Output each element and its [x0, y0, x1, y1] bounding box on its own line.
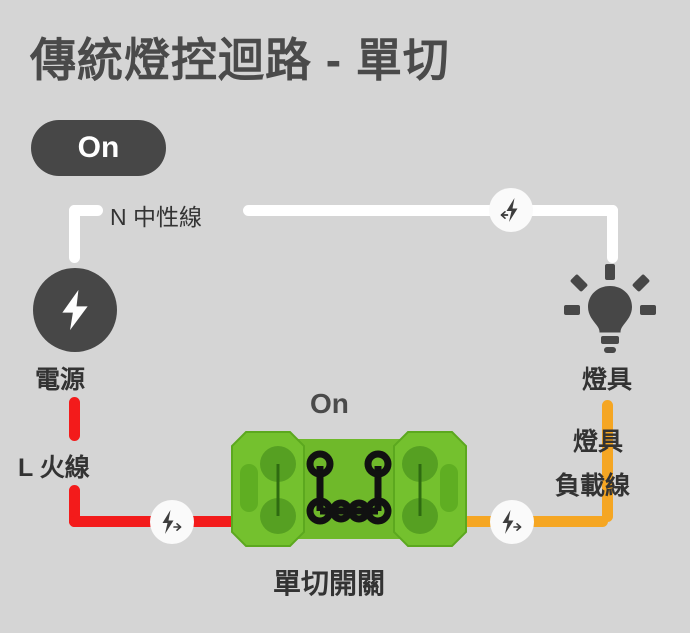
bolt-icon: [62, 289, 88, 331]
state-badge[interactable]: On: [31, 120, 166, 176]
live-wire-label: L 火線: [18, 454, 90, 482]
page-title: 傳統燈控迴路 - 單切: [30, 34, 450, 86]
bolt-arrow-right-icon: [502, 510, 522, 534]
load-wire-label-line1: 燈具: [573, 428, 624, 456]
power-source-icon: [33, 268, 117, 352]
neutral-wire-horizontal: [243, 205, 618, 216]
bolt-arrow-right-icon: [162, 510, 182, 534]
switch-name-label: 單切開關: [273, 568, 386, 599]
load-wire-label-line2: 負載線: [555, 472, 631, 500]
lamp-label: 燈具: [582, 366, 633, 394]
switch-state-label: On: [310, 388, 349, 419]
single-pole-switch[interactable]: [228, 428, 470, 550]
neutral-wire-vertical-right: [607, 205, 618, 263]
lamp-icon-wrapper: [562, 262, 658, 358]
power-source-label: 電源: [35, 366, 86, 394]
switch-graphic: [231, 431, 467, 547]
load-wire-vertical: [602, 400, 613, 522]
neutral-wire-vertical-left: [69, 205, 80, 263]
neutral-wire-corner-left: [69, 205, 103, 216]
live-flow-badge[interactable]: [150, 500, 194, 544]
bolt-arrow-left-icon: [500, 198, 518, 222]
neutral-flow-badge[interactable]: [489, 188, 533, 232]
lightbulb-icon: [564, 264, 656, 353]
live-wire-vertical-lower: [69, 485, 80, 527]
state-badge-label: On: [77, 131, 120, 164]
live-wire-vertical-upper: [69, 397, 80, 441]
load-flow-badge[interactable]: [490, 500, 534, 544]
neutral-wire-label: N 中性線: [110, 204, 202, 230]
